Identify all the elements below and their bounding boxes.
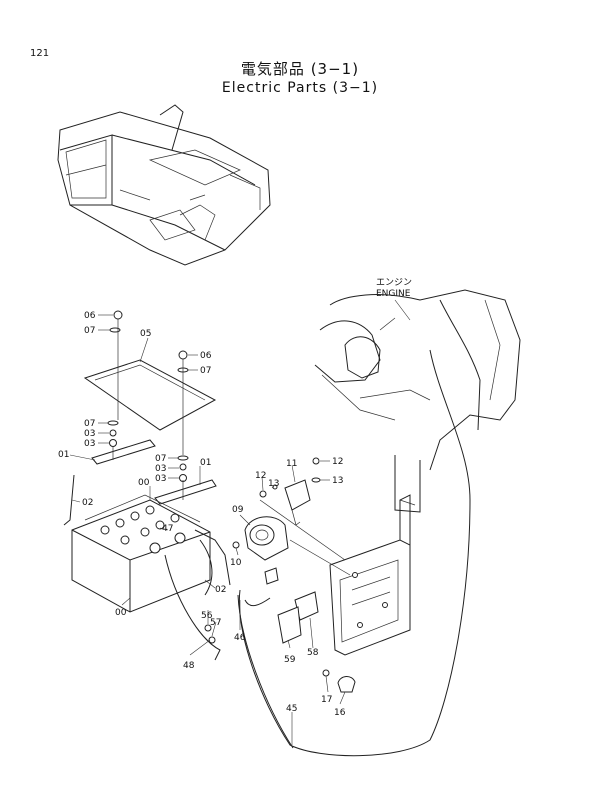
relay (284, 479, 311, 511)
excavator-overview-drawing (57, 104, 271, 266)
connector-small (264, 567, 279, 585)
callout-03: 03 (155, 474, 166, 484)
callout-02: 02 (82, 498, 93, 508)
battery-relay (244, 516, 289, 561)
page-number: 121 (30, 48, 50, 59)
engine-label-japanese: エンジン (376, 278, 412, 288)
callout-03: 03 (155, 464, 166, 474)
battery-holder-bar-lower (154, 479, 217, 505)
callout-16: 16 (334, 708, 346, 718)
callout-47: 47 (162, 524, 173, 534)
sensor-16 (337, 676, 356, 693)
callout-01: 01 (58, 450, 69, 460)
battery-cover-plate (83, 359, 217, 431)
callout-02: 02 (215, 585, 226, 595)
mounting-panel (259, 494, 411, 656)
callout-12: 12 (332, 457, 343, 467)
page-title-japanese: 電気部品 (3−1) (240, 60, 360, 78)
switch-59 (277, 606, 302, 644)
cables (164, 349, 471, 757)
engine-drawing (314, 289, 521, 513)
callout-06: 06 (200, 351, 212, 361)
callout-07: 07 (200, 366, 211, 376)
callout-00: 00 (138, 478, 150, 488)
callout-59: 59 (284, 655, 296, 665)
callout-leaders (69, 314, 346, 745)
callout-45: 45 (286, 704, 297, 714)
callout-11: 11 (286, 459, 297, 469)
callout-09: 09 (232, 505, 244, 515)
engine-label-english: ENGINE (376, 289, 411, 299)
battery (71, 494, 211, 613)
callout-17: 17 (321, 695, 332, 705)
page-title-english: Electric Parts (3−1) (221, 80, 379, 96)
j-bolt (63, 474, 75, 526)
callout-03: 03 (84, 429, 95, 439)
callout-48: 48 (183, 661, 195, 671)
callout-56: 56 (201, 611, 213, 621)
callout-10: 10 (230, 558, 242, 568)
callout-12: 12 (255, 471, 266, 481)
callout-07: 07 (84, 326, 95, 336)
callout-07: 07 (84, 419, 95, 429)
callout-13: 13 (268, 479, 279, 489)
callout-46: 46 (234, 633, 246, 643)
callout-58: 58 (307, 648, 319, 658)
callout-00: 00 (115, 608, 127, 618)
battery-holder-bar-upper (91, 439, 156, 465)
callout-13: 13 (332, 476, 343, 486)
callout-01: 01 (200, 458, 211, 468)
callout-57: 57 (210, 618, 221, 628)
callout-03: 03 (84, 439, 95, 449)
callout-05: 05 (140, 329, 151, 339)
callout-06: 06 (84, 311, 96, 321)
callout-07: 07 (155, 454, 166, 464)
